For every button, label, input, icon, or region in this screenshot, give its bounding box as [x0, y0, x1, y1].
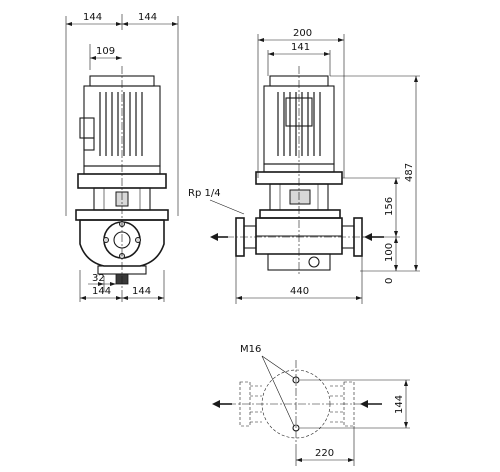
dim-front-offset: 32	[92, 273, 105, 284]
dim-side-length: 440	[290, 286, 309, 297]
dim-front-motor-half: 109	[96, 46, 115, 57]
dim-front-bottom-right: 144	[132, 286, 151, 297]
bolt-label: M16	[240, 344, 261, 355]
port-label: Rp 1/4	[188, 188, 221, 199]
plan-view: M16 144 220	[212, 344, 410, 466]
dim-plan-width: 144	[394, 395, 405, 414]
dim-side-height-flange: 156	[384, 197, 395, 216]
dim-side-total-width: 200	[293, 28, 312, 39]
dim-side-height-zero: 0	[384, 278, 395, 284]
side-view: 200 141	[188, 28, 420, 304]
dim-front-top-right: 144	[138, 12, 157, 23]
dim-front-top-left: 144	[83, 12, 102, 23]
dim-plan-half-length: 220	[315, 448, 334, 459]
dim-side-height-axis: 100	[384, 243, 395, 262]
dim-front-bottom-left: 144	[92, 286, 111, 297]
front-view: 144 144 109	[65, 12, 179, 302]
dim-side-motor-width: 141	[291, 42, 310, 53]
dim-side-height-total: 487	[404, 163, 415, 182]
